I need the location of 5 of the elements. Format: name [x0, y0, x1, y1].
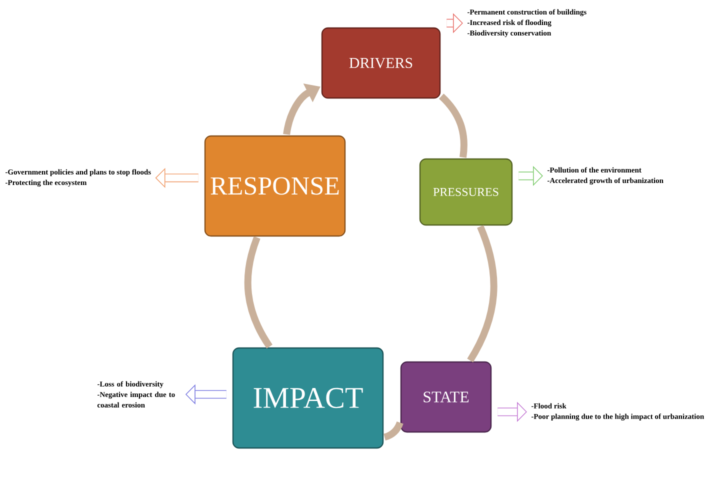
stage-box: RESPONSE: [204, 135, 346, 237]
stage-box: PRESSURES: [419, 158, 513, 226]
stage-box: STATE: [400, 361, 492, 433]
stage-box: IMPACT: [232, 347, 384, 449]
stage-box: DRIVERS: [321, 27, 441, 99]
